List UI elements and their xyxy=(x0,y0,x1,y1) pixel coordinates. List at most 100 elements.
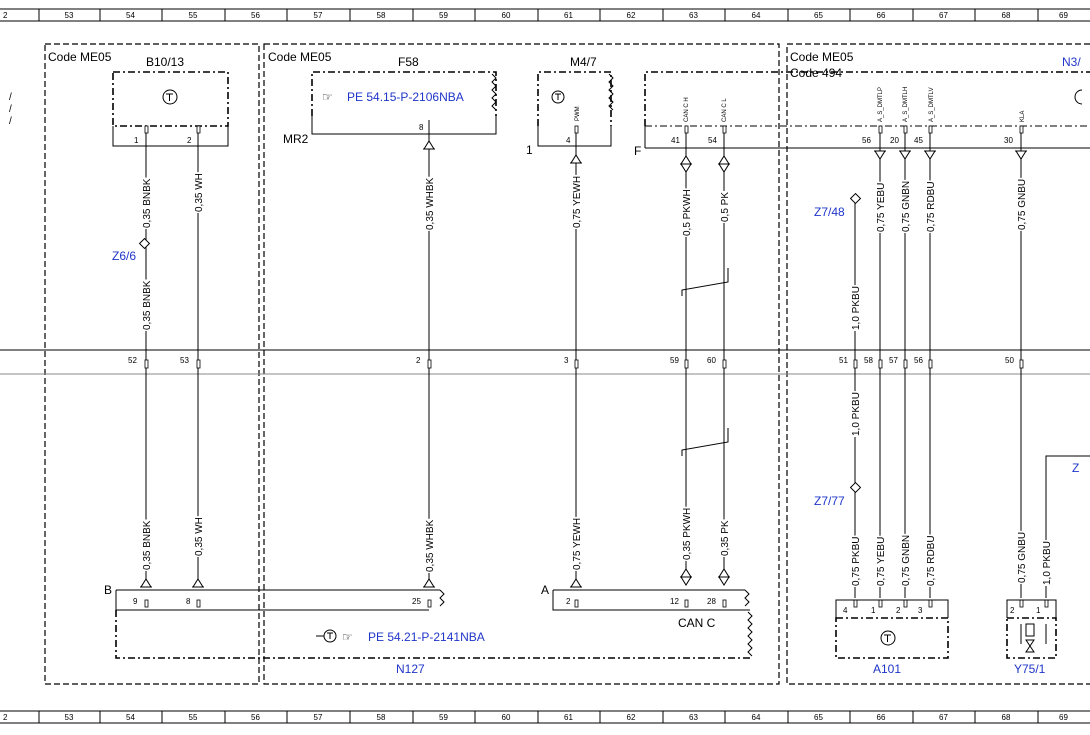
splice-z7-48: Z7/48 xyxy=(814,205,845,219)
splice-icon xyxy=(849,192,862,494)
wire-label: 0,35 WH xyxy=(194,517,205,556)
svg-text:4: 4 xyxy=(566,136,571,145)
svg-text:A_S_DMTLP: A_S_DMTLP xyxy=(878,87,884,122)
svg-text:2: 2 xyxy=(416,356,421,365)
wire-label: 0,75 PKBU xyxy=(851,537,862,586)
ruler-cell: 54 xyxy=(126,713,135,722)
component-y75: Y75/1 xyxy=(1014,662,1046,676)
wire-label: 0,75 RDBU xyxy=(926,535,937,586)
ruler-cell: 60 xyxy=(502,713,511,722)
ruler-cell: 65 xyxy=(814,11,823,20)
ruler-cell: 65 xyxy=(814,713,823,722)
ruler-cell: 69 xyxy=(1059,11,1068,20)
wire-label: 0,35 WH xyxy=(194,173,205,212)
ruler-cell: 64 xyxy=(752,713,761,722)
svg-text:1: 1 xyxy=(134,136,139,145)
ruler-cell: 59 xyxy=(439,11,448,20)
b10-box xyxy=(112,71,229,127)
svg-text:41: 41 xyxy=(671,136,680,145)
wire-label: 0,75 GNBN xyxy=(901,181,912,232)
frame-b10 xyxy=(44,43,260,685)
ruler-cell: 53 xyxy=(65,11,74,20)
wire-label: 0,75 YEWH xyxy=(572,518,583,570)
ruler-cell: 58 xyxy=(377,713,386,722)
svg-text:A_S_DMTLV: A_S_DMTLV xyxy=(929,87,935,122)
svg-text:8: 8 xyxy=(186,597,191,606)
a101-box xyxy=(835,617,949,659)
ruler-cell: 56 xyxy=(251,713,260,722)
svg-text:4: 4 xyxy=(843,606,848,615)
svg-text:20: 20 xyxy=(890,136,899,145)
svg-text:8: 8 xyxy=(419,123,424,132)
wire-label: 0,75 YEBU xyxy=(876,537,887,586)
svg-text:2: 2 xyxy=(187,136,192,145)
reference-f58[interactable]: PE 54.15-P-2106NBA xyxy=(347,90,464,104)
svg-text:9: 9 xyxy=(133,597,138,606)
a101-icon xyxy=(880,630,896,646)
frame-code-right: Code ME05 xyxy=(790,50,854,64)
ruler-cell: 55 xyxy=(189,713,198,722)
svg-text:1: 1 xyxy=(1036,606,1041,615)
ruler-cell: 56 xyxy=(251,11,260,20)
connector-1: 1 xyxy=(526,143,533,157)
wire-label: 0,35 WHBK xyxy=(425,519,436,572)
valve-icon xyxy=(1020,623,1047,653)
svg-text:58: 58 xyxy=(864,356,873,365)
component-m47: M4/7 xyxy=(570,55,597,69)
svg-text:12: 12 xyxy=(670,597,679,606)
ruler-cell: 68 xyxy=(1002,11,1011,20)
ruler-cell: 57 xyxy=(314,713,323,722)
wire-label: 0,75 GNBU xyxy=(1017,532,1028,583)
ruler-cell: 68 xyxy=(1002,713,1011,722)
arrow-markers xyxy=(140,140,1027,588)
ruler-cell: 69 xyxy=(1059,713,1068,722)
wire-label: 0,75 RDBU xyxy=(926,181,937,232)
ruler-cell: 67 xyxy=(939,11,948,20)
svg-text:51: 51 xyxy=(839,356,848,365)
svg-text:57: 57 xyxy=(889,356,898,365)
ruler-cell: 66 xyxy=(877,713,886,722)
connector-mr2: MR2 xyxy=(283,132,309,146)
edge-mark-3: / xyxy=(9,116,12,127)
frame-code-494: Code 494 xyxy=(790,66,842,80)
frame-n3 xyxy=(786,43,1090,685)
component-f58: F58 xyxy=(398,55,419,69)
wire-label: 0,75 YEWH xyxy=(572,176,583,228)
svg-text:CAN C H: CAN C H xyxy=(684,97,690,122)
control-unit-icon xyxy=(316,629,337,643)
connector-b: B xyxy=(104,583,112,597)
svg-text:PWM: PWM xyxy=(575,106,581,121)
wire-label: 0,35 BNBK xyxy=(142,178,153,228)
wire-label: 1,0 PKBU xyxy=(851,392,862,436)
svg-text:A_S_DMTLH: A_S_DMTLH xyxy=(903,87,909,122)
ruler-cell: 57 xyxy=(314,11,323,20)
svg-text:1: 1 xyxy=(871,606,876,615)
frame-code-left: Code ME05 xyxy=(48,50,112,64)
svg-text:30: 30 xyxy=(1004,136,1013,145)
svg-text:2: 2 xyxy=(1010,606,1015,615)
sensor-icon xyxy=(162,89,178,105)
svg-text:2: 2 xyxy=(896,606,901,615)
wire-label: 0,75 GNBU xyxy=(1017,179,1028,230)
reference-n127[interactable]: PE 54.21-P-2141NBA xyxy=(368,630,485,644)
svg-text:45: 45 xyxy=(914,136,923,145)
svg-text:25: 25 xyxy=(412,597,421,606)
component-b10: B10/13 xyxy=(146,55,184,69)
ruler-cell: 66 xyxy=(877,11,886,20)
connector-a: A xyxy=(541,583,549,597)
frame-f58 xyxy=(263,43,780,685)
reference-hand-icon: ☞ xyxy=(342,630,353,644)
wire-label: 0,5 PKWH xyxy=(682,189,693,236)
svg-text:3: 3 xyxy=(564,356,569,365)
svg-text:56: 56 xyxy=(914,356,923,365)
svg-text:59: 59 xyxy=(670,356,679,365)
ruler-cell: 63 xyxy=(689,713,698,722)
wire-label: 1,0 PKBU xyxy=(1042,541,1053,585)
wire-label: 0,75 GNBN xyxy=(901,535,912,586)
can-c-label: CAN C xyxy=(678,616,716,630)
svg-text:56: 56 xyxy=(862,136,871,145)
splice-icon xyxy=(138,237,151,250)
wire-label: 0,5 PK xyxy=(720,192,731,222)
